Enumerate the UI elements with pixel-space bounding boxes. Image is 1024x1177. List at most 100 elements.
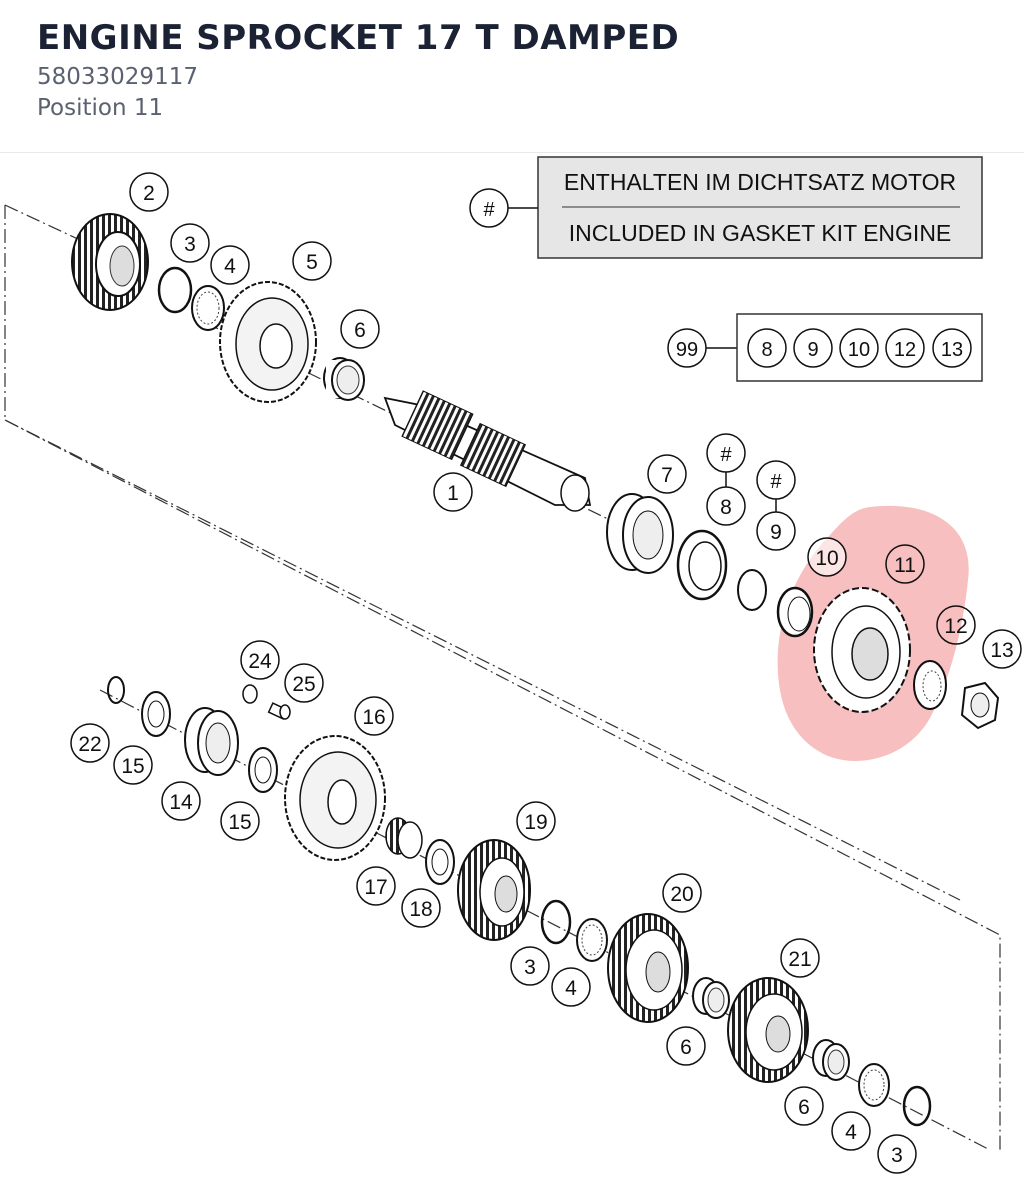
kit-item: 13 <box>941 339 963 361</box>
part-bearing-4c <box>858 1063 890 1107</box>
part-washer-15b <box>248 747 278 793</box>
callout-1[interactable]: 1 <box>433 472 473 512</box>
callout-10[interactable]: 10 <box>807 537 847 577</box>
svg-text:8: 8 <box>720 496 732 519</box>
callout-3[interactable]: 3 <box>877 1134 917 1174</box>
kit-number: 99 <box>676 339 698 361</box>
part-clip-22 <box>107 676 125 704</box>
callout-14[interactable]: 14 <box>161 781 201 821</box>
svg-text:3: 3 <box>524 956 536 979</box>
callout-3[interactable]: 3 <box>170 223 210 263</box>
callout-4[interactable]: 4 <box>210 245 250 285</box>
callout-11[interactable]: 11 <box>885 544 925 584</box>
callout-24[interactable]: 24 <box>240 640 280 680</box>
svg-text:4: 4 <box>845 1121 857 1144</box>
part-bearing-7 <box>606 493 674 574</box>
callout-16[interactable]: 16 <box>354 696 394 736</box>
svg-text:9: 9 <box>770 521 782 544</box>
legend-symbol: # <box>483 199 495 221</box>
callout-6[interactable]: 6 <box>666 1026 706 1066</box>
svg-text:6: 6 <box>354 319 366 342</box>
part-bushing-6c <box>812 1039 850 1081</box>
part-sprocket-11 <box>813 587 911 713</box>
svg-text:14: 14 <box>169 791 193 814</box>
svg-text:7: 7 <box>661 464 673 487</box>
part-screw-25 <box>267 702 291 720</box>
part-washer-12 <box>913 660 947 710</box>
callout-25[interactable]: 25 <box>284 663 324 703</box>
legend-text-en: INCLUDED IN GASKET KIT ENGINE <box>569 220 952 246</box>
part-needle-bearing-17 <box>385 817 423 859</box>
callout-7[interactable]: 7 <box>647 454 687 494</box>
svg-text:13: 13 <box>990 639 1013 662</box>
svg-text:21: 21 <box>788 948 811 971</box>
part-washer-18 <box>425 839 455 885</box>
part-washer-24 <box>242 684 258 704</box>
svg-text:15: 15 <box>228 811 251 834</box>
svg-text:#: # <box>720 444 732 466</box>
hash-marker-9: # <box>756 460 796 512</box>
callout-13[interactable]: 13 <box>982 629 1022 669</box>
part-position: Position 11 <box>37 95 164 121</box>
part-bearing-4b <box>576 918 608 962</box>
part-nut-13 <box>960 681 1000 730</box>
callout-5[interactable]: 5 <box>292 241 332 281</box>
svg-text:5: 5 <box>306 251 318 274</box>
svg-text:22: 22 <box>78 733 101 756</box>
callout-4[interactable]: 4 <box>551 967 591 1007</box>
callout-3[interactable]: 3 <box>510 946 550 986</box>
part-gear-2 <box>71 213 149 311</box>
part-gear-20 <box>607 913 689 1023</box>
svg-text:20: 20 <box>670 883 693 906</box>
part-seal-8 <box>676 529 728 601</box>
svg-text:12: 12 <box>944 615 967 638</box>
part-bushing-6b <box>692 977 730 1019</box>
callout-2[interactable]: 2 <box>129 172 169 212</box>
part-number: 58033029117 <box>37 64 198 90</box>
svg-text:6: 6 <box>680 1036 692 1059</box>
part-gear-16 <box>284 735 386 861</box>
callout-6[interactable]: 6 <box>784 1086 824 1126</box>
callout-15[interactable]: 15 <box>113 745 153 785</box>
svg-text:15: 15 <box>121 755 144 778</box>
exploded-view-diagram: ENTHALTEN IM DICHTSATZ MOTOR INCLUDED IN… <box>4 156 1022 1174</box>
svg-text:10: 10 <box>815 547 838 570</box>
callout-21[interactable]: 21 <box>780 938 820 978</box>
part-ring-3b <box>540 899 572 945</box>
callout-6[interactable]: 6 <box>340 309 380 349</box>
part-gear-21 <box>727 977 809 1083</box>
callout-15[interactable]: 15 <box>220 801 260 841</box>
callout-9[interactable]: 9 <box>756 511 796 551</box>
svg-text:1: 1 <box>447 482 459 505</box>
callout-12[interactable]: 12 <box>936 605 976 645</box>
part-title: ENGINE SPROCKET 17 T DAMPED <box>37 18 680 58</box>
hash-marker-8: # <box>706 433 746 487</box>
kit-item: 10 <box>848 339 870 361</box>
svg-text:24: 24 <box>248 650 272 673</box>
svg-text:4: 4 <box>224 255 236 278</box>
callout-8[interactable]: 8 <box>706 486 746 526</box>
legend-text-de: ENTHALTEN IM DICHTSATZ MOTOR <box>564 169 956 195</box>
svg-text:2: 2 <box>143 182 155 205</box>
svg-text:25: 25 <box>292 673 315 696</box>
part-spacer-10 <box>776 586 814 638</box>
callout-4[interactable]: 4 <box>831 1111 871 1151</box>
kit-item: 8 <box>761 339 772 361</box>
part-header: ENGINE SPROCKET 17 T DAMPED 58033029117 … <box>0 0 1024 153</box>
legend-box: ENTHALTEN IM DICHTSATZ MOTOR INCLUDED IN… <box>469 156 983 259</box>
svg-text:19: 19 <box>524 811 547 834</box>
callout-22[interactable]: 22 <box>70 723 110 763</box>
kit-item: 9 <box>807 339 818 361</box>
callout-20[interactable]: 20 <box>662 873 702 913</box>
part-oring-9 <box>737 569 767 611</box>
svg-text:17: 17 <box>364 876 387 899</box>
callout-19[interactable]: 19 <box>516 801 556 841</box>
callout-17[interactable]: 17 <box>356 866 396 906</box>
kit-box: 99 8 9 10 12 13 <box>667 313 983 382</box>
part-gear-19 <box>457 839 531 941</box>
svg-text:4: 4 <box>565 977 577 1000</box>
callout-18[interactable]: 18 <box>401 888 441 928</box>
svg-text:3: 3 <box>891 1144 903 1167</box>
part-shaft-1 <box>383 390 592 512</box>
part-gear-5 <box>219 281 317 403</box>
